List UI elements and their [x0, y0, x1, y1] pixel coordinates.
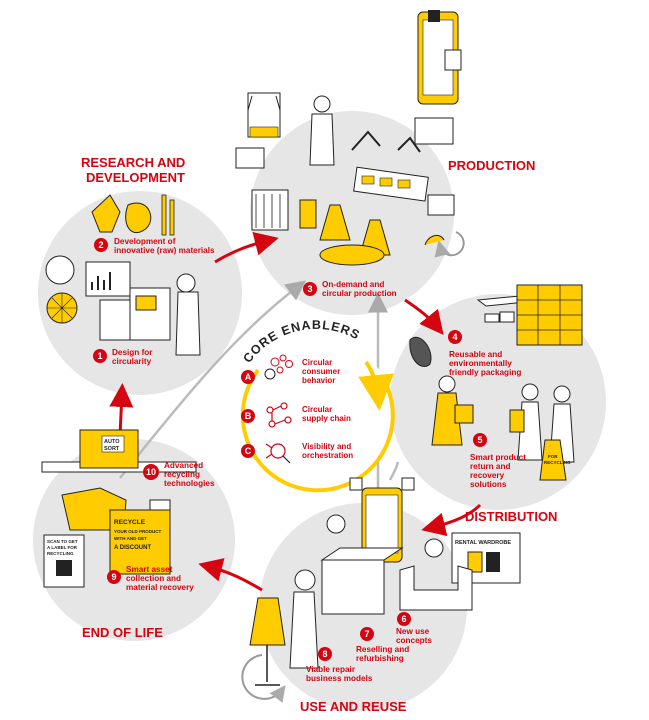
distribution-illustration — [409, 284, 583, 481]
svg-text:5: 5 — [477, 435, 482, 445]
production-illustration — [235, 10, 462, 266]
auto-sort-label: AUTO SORT — [104, 439, 121, 452]
stage-title-production: PRODUCTION — [448, 158, 535, 173]
end-of-life-illustration — [41, 429, 197, 588]
grey-loop-repair — [241, 654, 286, 703]
raw-materials-illustration — [91, 194, 175, 236]
svg-text:9: 9 — [111, 572, 116, 582]
production-circle — [250, 111, 454, 315]
arrow-distribution-to-use — [421, 503, 482, 537]
stage-title-research: RESEARCH AND DEVELOPMENT — [81, 155, 189, 185]
enabler-b-badge: B — [245, 411, 252, 421]
consumer-behavior-icon — [264, 354, 293, 380]
supply-chain-icon — [266, 402, 292, 428]
stage-title-end-of-life: END OF LIFE — [82, 625, 163, 640]
svg-text:2: 2 — [98, 240, 103, 250]
svg-text:1: 1 — [97, 351, 102, 361]
visibility-icon — [265, 443, 291, 464]
stage-title-use-reuse: USE AND REUSE — [300, 699, 407, 714]
recycle-bin-text: RECYCLE YOUR OLD PRODUCT WITH AND GET A … — [114, 519, 163, 551]
grey-arrow-10-to-3 — [119, 280, 306, 479]
grey-arrow-5-to-6 — [388, 461, 400, 481]
enabler-c-label: Visibility and orchestration — [302, 442, 353, 460]
svg-text:4: 4 — [452, 332, 457, 342]
recycling-bag-text: FOR RECYCLING — [544, 454, 571, 465]
use-reuse-illustration — [249, 477, 521, 686]
svg-text:3: 3 — [307, 284, 312, 294]
grey-loop-production — [434, 231, 465, 258]
stage-title-distribution: DISTRIBUTION — [465, 509, 557, 524]
svg-text:7: 7 — [364, 629, 369, 639]
lab-illustration — [45, 255, 201, 356]
svg-text:6: 6 — [401, 614, 406, 624]
enabler-b-label: Circular supply chain — [302, 405, 351, 423]
core-ring-arrow — [358, 360, 395, 411]
svg-text:10: 10 — [146, 467, 156, 477]
rental-wardrobe-label: RENTAL WARDROBE — [455, 540, 511, 546]
enabler-c-badge: C — [245, 446, 252, 456]
core-enablers: CORE ENABLERS A B C Circular consumer be… — [240, 318, 395, 493]
arrow-endoflife-to-research — [109, 383, 134, 437]
svg-text:8: 8 — [322, 649, 327, 659]
arrow-research-to-production — [214, 231, 279, 264]
arrow-use-to-endoflife — [198, 558, 263, 592]
enabler-a-badge: A — [245, 372, 252, 382]
scan-card-text: SCAN TO GET A LABEL FOR RECYCLING — [47, 539, 79, 556]
enabler-a-label: Circular consumer behavior — [302, 358, 342, 385]
arrow-production-to-distribution — [404, 298, 444, 336]
